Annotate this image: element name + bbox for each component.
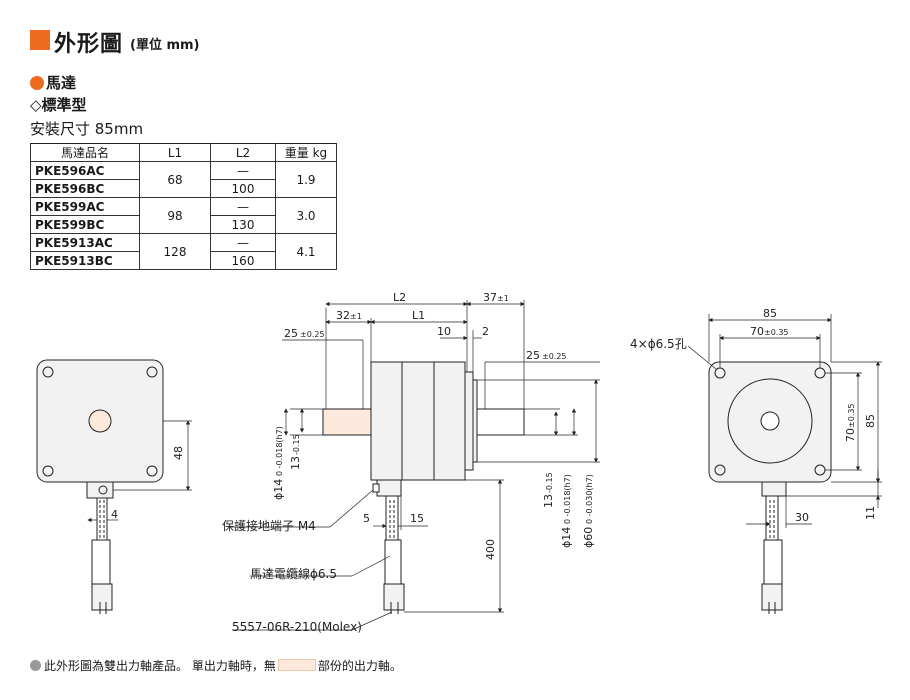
table-row: PKE5913BC 160 xyxy=(30,251,337,270)
shaft-color-swatch xyxy=(277,659,316,671)
dim-37: 37 xyxy=(483,291,497,304)
right-front-view: 85 70 ±0.35 4×ϕ6.5孔 70 ±0.35 85 11 30 xyxy=(630,307,882,614)
svg-text:±0.35: ±0.35 xyxy=(764,328,789,337)
svg-text:±1: ±1 xyxy=(497,294,509,303)
dim-400: 400 xyxy=(484,539,497,560)
label-connector: 5557-06R-210(Molex) xyxy=(232,620,362,634)
footer-note: 此外形圖為雙出力軸產品。 單出力軸時，無部份的出力軸。 xyxy=(30,657,402,674)
grey-dot-icon xyxy=(30,660,41,671)
table-row: PKE5913AC 128 — 4.1 xyxy=(30,233,337,270)
spec-table: 馬達品名 L1 L2 重量 kg PKE596AC 68 — 1.9 PKE59… xyxy=(30,143,337,270)
svg-text:0 -0.018(h7): 0 -0.018(h7) xyxy=(563,474,572,524)
dim-11: 11 xyxy=(864,506,877,520)
dim-L2: L2 xyxy=(393,291,406,304)
dim-85-top: 85 xyxy=(763,307,777,320)
section-type: ◇標準型 xyxy=(30,96,87,114)
svg-text:±0.35: ±0.35 xyxy=(847,403,856,428)
dim-13-right: 13 xyxy=(542,494,555,508)
unit-label: (單位 mm) xyxy=(130,38,200,53)
dim-48: 48 xyxy=(172,446,185,460)
label-motor-cable: 馬達電纜線ϕ6.5 xyxy=(250,566,337,581)
left-front-view: 48 4 xyxy=(36,359,192,614)
svg-text:0 -0.018(h7): 0 -0.018(h7) xyxy=(275,426,284,476)
dim-L1: L1 xyxy=(412,309,425,322)
svg-text:0 -0.030(h7): 0 -0.030(h7) xyxy=(585,474,594,524)
dim-5: 5 xyxy=(363,512,370,525)
header-weight: 重量 kg xyxy=(275,143,337,162)
page-title: 外形圖 xyxy=(54,32,124,57)
dim-85-right: 85 xyxy=(864,414,877,428)
dim-4: 4 xyxy=(111,508,118,521)
table-row: PKE599AC 98 — 3.0 xyxy=(30,197,337,234)
dim-25-left: 25 xyxy=(284,327,298,340)
svg-text:-0.15: -0.15 xyxy=(292,434,301,455)
dim-15: 15 xyxy=(410,512,424,525)
table-row: PKE596BC 100 xyxy=(30,179,337,198)
svg-text:±0.25: ±0.25 xyxy=(300,330,325,339)
dim-30: 30 xyxy=(795,511,809,524)
label-ground-terminal: 保護接地端子 M4 xyxy=(222,518,316,533)
orange-dot-icon xyxy=(30,76,44,90)
side-view: L2 37 ±1 32 ±1 L1 10 2 25 ±0.25 25 ±0.25… xyxy=(222,291,600,634)
section-motor: 馬達 xyxy=(30,72,76,93)
dim-shaft14-right: ϕ14 xyxy=(560,527,573,548)
table-row: PKE599BC 130 xyxy=(30,215,337,234)
svg-text:±0.25: ±0.25 xyxy=(542,352,567,361)
section-size: 安裝尺寸 85mm xyxy=(30,120,144,138)
table-row: PKE596AC 68 — 1.9 xyxy=(30,161,337,198)
svg-text:±1: ±1 xyxy=(350,312,362,321)
dim-70-top: 70 xyxy=(750,325,764,338)
dim-70-right: 70 xyxy=(844,428,857,442)
label-hole: 4×ϕ6.5孔 xyxy=(630,337,687,351)
dim-shaft14-left: ϕ14 xyxy=(272,479,285,500)
dim-2: 2 xyxy=(482,325,489,338)
dim-10: 10 xyxy=(437,325,451,338)
dim-13-left: 13 xyxy=(289,456,302,470)
dim-32: 32 xyxy=(336,309,350,322)
dim-pilot60: ϕ60 xyxy=(582,527,595,548)
title-marker xyxy=(30,30,50,50)
svg-text:-0.15: -0.15 xyxy=(545,472,554,493)
dim-25-right: 25 xyxy=(526,349,540,362)
